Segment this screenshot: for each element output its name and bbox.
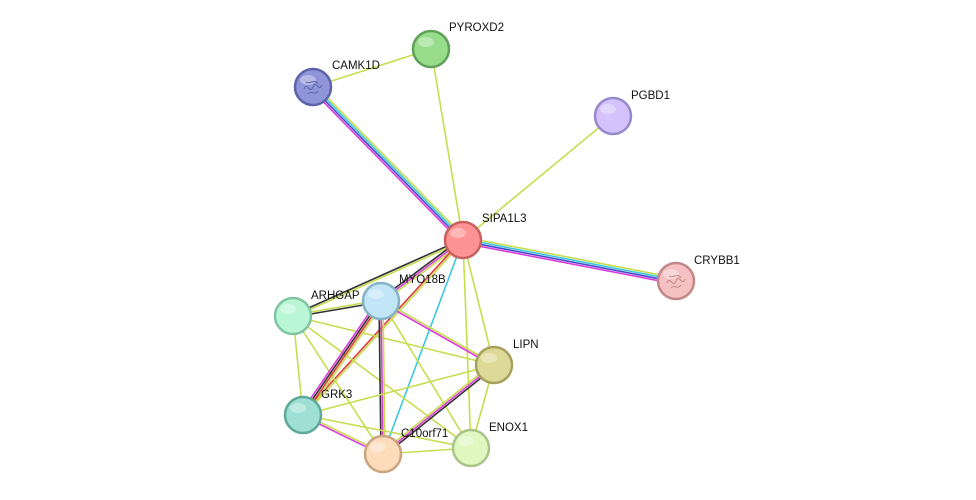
node-highlight — [458, 436, 474, 446]
edge-strand — [304, 302, 385, 418]
node-crybb1[interactable]: CRYBB1 — [656, 255, 740, 301]
edge-strand — [381, 362, 494, 454]
edge-MYO18B-C10orf71[interactable] — [378, 300, 386, 455]
edge-strand — [299, 298, 380, 414]
edge-strand — [380, 300, 384, 455]
node-circle — [593, 96, 633, 136]
edge-ARHGAP-LIPN[interactable] — [292, 315, 495, 366]
edge-strand — [312, 48, 432, 88]
node-circle — [451, 428, 491, 468]
node-label: PYROXD2 — [449, 22, 504, 34]
node-pgbd1[interactable]: PGBD1 — [593, 90, 670, 136]
node-circle — [443, 220, 483, 260]
node-highlight — [418, 37, 434, 47]
node-circle — [474, 345, 514, 385]
node-label: PGBD1 — [631, 90, 670, 102]
edge-strand — [313, 85, 465, 240]
node-highlight — [450, 228, 466, 238]
node-label: CAMK1D — [332, 60, 380, 72]
node-label: LIPN — [513, 339, 539, 351]
node-arhgap[interactable]: ARHGAP — [273, 290, 360, 336]
node-circle — [283, 395, 323, 435]
edge-strand — [382, 364, 495, 455]
node-myo18b[interactable]: MYO18B — [361, 274, 446, 321]
edge-strand — [314, 84, 466, 239]
node-label: C10orf71 — [401, 428, 448, 440]
edge-SIPA1L3-ENOX1[interactable] — [462, 239, 472, 449]
edge-strand — [462, 239, 472, 449]
node-circle — [361, 281, 401, 321]
node-highlight — [600, 104, 616, 114]
edge-GRK3-ENOX1[interactable] — [302, 414, 472, 449]
edge-CAMK1D-PYROXD2[interactable] — [312, 48, 432, 88]
edge-strand — [383, 365, 496, 457]
edge-strand — [292, 315, 495, 366]
protein-structure-icon — [303, 81, 323, 95]
edge-strand — [463, 238, 677, 281]
node-pyroxd2[interactable]: PYROXD2 — [411, 22, 504, 69]
edge-CAMK1D-SIPA1L3[interactable] — [310, 84, 466, 243]
edge-strand — [463, 236, 677, 279]
node-circle — [363, 434, 403, 474]
edge-GRK3-LIPN[interactable] — [302, 364, 495, 416]
edge-strand — [301, 299, 381, 415]
node-c10orf71[interactable]: C10orf71 — [363, 428, 448, 474]
edge-strand — [301, 238, 463, 415]
node-highlight — [290, 403, 306, 413]
protein-structure-icon — [666, 275, 686, 289]
node-lipn[interactable]: LIPN — [474, 339, 539, 385]
edge-strand — [302, 414, 472, 449]
node-label: ENOX1 — [489, 422, 528, 434]
node-label: CRYBB1 — [694, 255, 740, 267]
edge-SIPA1L3-ARHGAP[interactable] — [292, 238, 464, 318]
edge-strand — [462, 240, 676, 283]
node-label: ARHGAP — [311, 290, 360, 302]
edge-strand — [430, 48, 464, 241]
edge-strand — [293, 240, 464, 318]
edge-strand — [310, 88, 462, 243]
node-enox1[interactable]: ENOX1 — [451, 422, 528, 468]
edge-C10orf71-LIPN[interactable] — [381, 362, 496, 457]
edge-PGBD1-SIPA1L3[interactable] — [462, 115, 614, 241]
node-circle — [273, 296, 313, 336]
edge-strand — [462, 115, 614, 241]
node-label: SIPA1L3 — [482, 213, 527, 225]
node-highlight — [481, 353, 497, 363]
edge-strand — [303, 301, 383, 417]
edge-MYO18B-LIPN[interactable] — [380, 299, 495, 367]
edge-strand — [381, 299, 495, 365]
edge-MYO18B-ENOX1[interactable] — [380, 300, 472, 449]
edge-strand — [292, 238, 463, 316]
edge-strand — [311, 87, 463, 242]
edge-strand — [380, 300, 472, 449]
edge-SIPA1L3-LIPN[interactable] — [462, 239, 495, 366]
edge-strand — [382, 300, 386, 454]
node-highlight — [300, 75, 316, 85]
node-grk3[interactable]: GRK3 — [283, 389, 352, 435]
node-highlight — [280, 304, 296, 314]
edge-strand — [462, 242, 676, 285]
node-highlight — [368, 289, 384, 299]
edge-PYROXD2-SIPA1L3[interactable] — [430, 48, 464, 241]
edge-strand — [378, 301, 382, 455]
node-label: GRK3 — [321, 389, 352, 401]
edge-strand — [380, 301, 494, 367]
edge-ARHGAP-C10orf71[interactable] — [292, 315, 384, 455]
edge-SIPA1L3-CRYBB1[interactable] — [462, 236, 677, 285]
node-sipa1l3[interactable]: SIPA1L3 — [443, 213, 527, 260]
node-highlight — [663, 269, 679, 279]
node-highlight — [370, 442, 386, 452]
node-label: MYO18B — [399, 274, 446, 286]
node-circle — [411, 29, 451, 69]
node-camk1d[interactable]: CAMK1D — [293, 60, 380, 107]
edge-strand — [462, 239, 495, 366]
edge-MYO18B-GRK3[interactable] — [299, 298, 385, 418]
edge-strand — [292, 315, 384, 455]
edge-strand — [302, 364, 495, 416]
